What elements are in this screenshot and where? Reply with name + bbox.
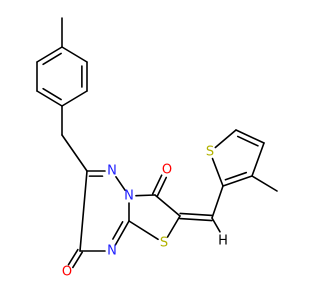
double-bond-th5-th4-inner (236, 135, 259, 147)
single-bond-th3-me_th (251, 175, 278, 192)
double-bond-c3-o3-second (151, 174, 163, 195)
double-bond-th5-th4 (235, 129, 265, 144)
double-bond-c8a-n8 (114, 220, 130, 246)
single-bond-n2-c3 (135, 194, 156, 197)
atom-label-n8: N (107, 244, 117, 259)
double-bond-c3-o3 (156, 176, 168, 197)
single-bond-s1-c8a (128, 220, 159, 241)
single-bond-th2-th_s (211, 157, 224, 187)
double-bond-th3-th2-inner (224, 171, 248, 181)
atom-label-o3: O (162, 163, 172, 178)
double-bond-t1-t2 (36, 46, 63, 63)
bond-layer (36, 17, 278, 269)
double-bond-c2-exo (179, 217, 213, 222)
single-bond-th4-th3 (251, 142, 265, 177)
single-bond-exo-h_exo (211, 217, 221, 233)
single-bond-th_s-th5 (214, 129, 237, 149)
double-bond-c8a-n8-inner (112, 221, 124, 240)
atom-label-o7: O (62, 265, 72, 280)
single-bond-n1-n2 (115, 175, 126, 192)
single-bond-c2-s1 (166, 215, 181, 238)
double-bond-th3-th2 (222, 175, 253, 187)
single-bond-c3-c2 (154, 194, 181, 217)
single-bond-t6-t1 (61, 46, 88, 63)
double-bond-c2-exo-second (179, 212, 213, 217)
atom-label-n2: N (124, 189, 134, 204)
single-bond-t4-t5 (61, 90, 88, 107)
double-bond-t3-t4-inner (42, 87, 62, 101)
single-bond-ch2-c6 (61, 134, 88, 172)
single-bond-exo-th2 (211, 185, 224, 219)
double-bond-t3-t4 (36, 90, 63, 107)
double-bond-c7-o7-second (72, 251, 83, 269)
atom-label-th_s: S (206, 145, 214, 160)
atom-label-h_exo: H (218, 234, 228, 249)
atom-label-s1: S (160, 236, 168, 251)
atom-label-n1: N (107, 164, 117, 179)
single-bond-c7-c6 (79, 170, 88, 252)
double-bond-c7-o7 (67, 248, 79, 266)
double-bond-t1-t2-inner (42, 52, 62, 66)
